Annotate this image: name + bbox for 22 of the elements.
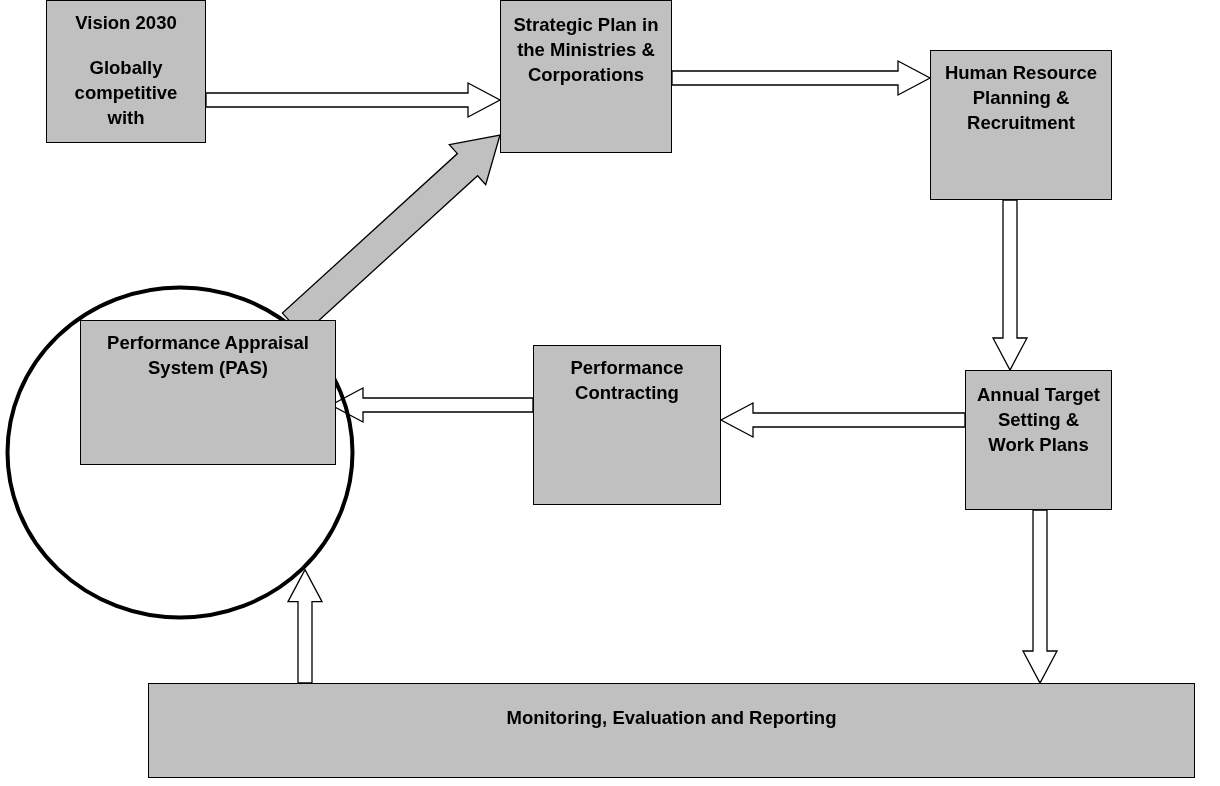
block-arrow [205,81,502,119]
process-box [80,320,336,465]
box-text: Globally competitive with [73,55,179,130]
box-text: Performance Contracting [569,356,685,405]
process-box [500,0,672,153]
block-arrow [1021,509,1059,685]
box-text: Performance Appraisal System (PAS) [106,331,310,380]
block-arrow [286,568,324,684]
box-text: Monitoring, Evaluation and Reporting [506,706,837,730]
block-arrow [671,59,932,97]
process-box [533,345,721,505]
process-box [148,683,1195,778]
process-box [46,0,206,143]
block-arrow [719,401,966,439]
block-arrow [991,199,1029,372]
box-text: Annual Target Setting & Work Plans [976,383,1101,457]
process-box [965,370,1112,510]
box-text: Human Resource Planning & Recruitment [943,61,1099,135]
process-box [930,50,1112,200]
box-text: Strategic Plan in the Ministries & Corporations [512,13,660,87]
box-text: Vision 2030 [75,11,177,35]
ellipse-outline [5,285,355,620]
